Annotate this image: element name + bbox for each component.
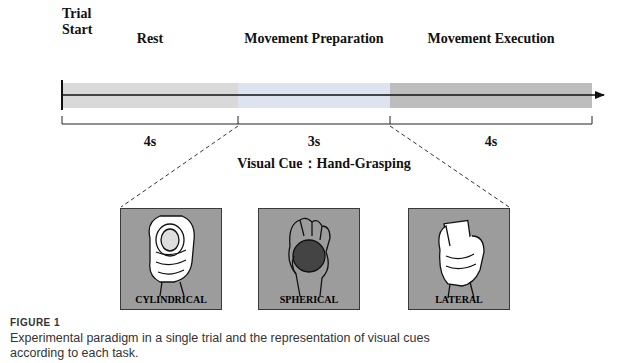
duration-label: 3s	[294, 134, 334, 150]
visual-cue-label: Visual Cue：Hand-Grasping	[214, 156, 434, 172]
phase-label: Rest	[22, 31, 278, 47]
cue-label: CYLINDRICAL	[121, 294, 221, 305]
figure-caption: Experimental paradigm in a single trial …	[10, 331, 450, 361]
duration-label: 4s	[130, 134, 170, 150]
phase-label: Movement Preparation	[198, 31, 430, 47]
cue-label: LATERAL	[409, 294, 509, 305]
duration-label: 4s	[471, 134, 511, 150]
trial-start-label: Trial Start	[62, 6, 106, 38]
cue-label: SPHERICAL	[259, 294, 359, 305]
phase-label: Movement Execution	[350, 31, 617, 47]
figure-number: FIGURE 1	[10, 317, 130, 329]
